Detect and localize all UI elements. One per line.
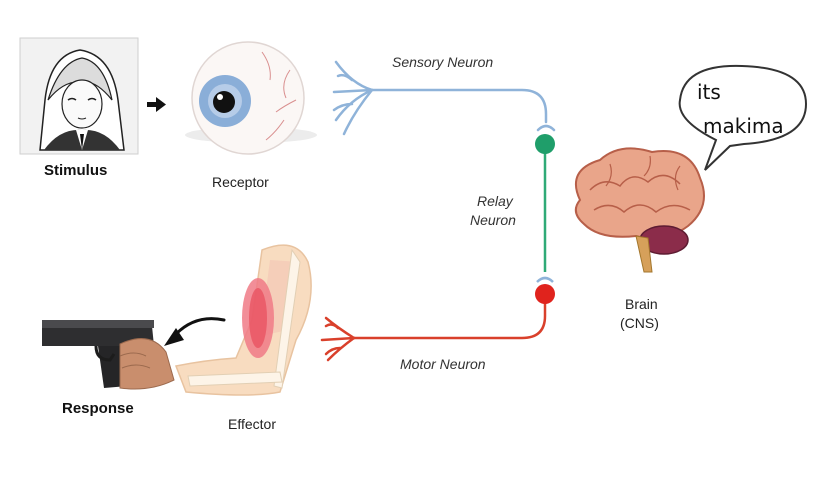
response-label: Response: [62, 400, 134, 417]
relay-neuron: [535, 134, 555, 283]
response-arrow: [164, 317, 226, 346]
effector-arm-image: [174, 244, 312, 396]
effector-label: Effector: [228, 416, 276, 432]
response-gun-image: [42, 320, 175, 390]
brain-image: [574, 147, 705, 273]
sensory-neuron-label: Sensory Neuron: [392, 54, 494, 70]
motor-neuron-label: Motor Neuron: [400, 356, 486, 372]
speech-bubble-line1: its: [697, 80, 721, 104]
brain-label-line1: Brain: [625, 296, 658, 312]
speech-bubble-line2: makima: [703, 114, 784, 138]
receptor-eye-image: [185, 41, 317, 155]
relay-neuron-label-line1: Relay: [477, 193, 513, 209]
speech-bubble: [678, 64, 808, 171]
receptor-label: Receptor: [212, 174, 269, 190]
sensory-neuron: [332, 60, 556, 136]
stimulus-label: Stimulus: [44, 162, 108, 179]
motor-neuron: [320, 284, 555, 362]
brain-label-line2: (CNS): [620, 315, 659, 331]
relay-neuron-label-line2: Neuron: [470, 212, 516, 228]
stimulus-image: [19, 37, 139, 155]
stimulus-arrow: [147, 97, 166, 112]
